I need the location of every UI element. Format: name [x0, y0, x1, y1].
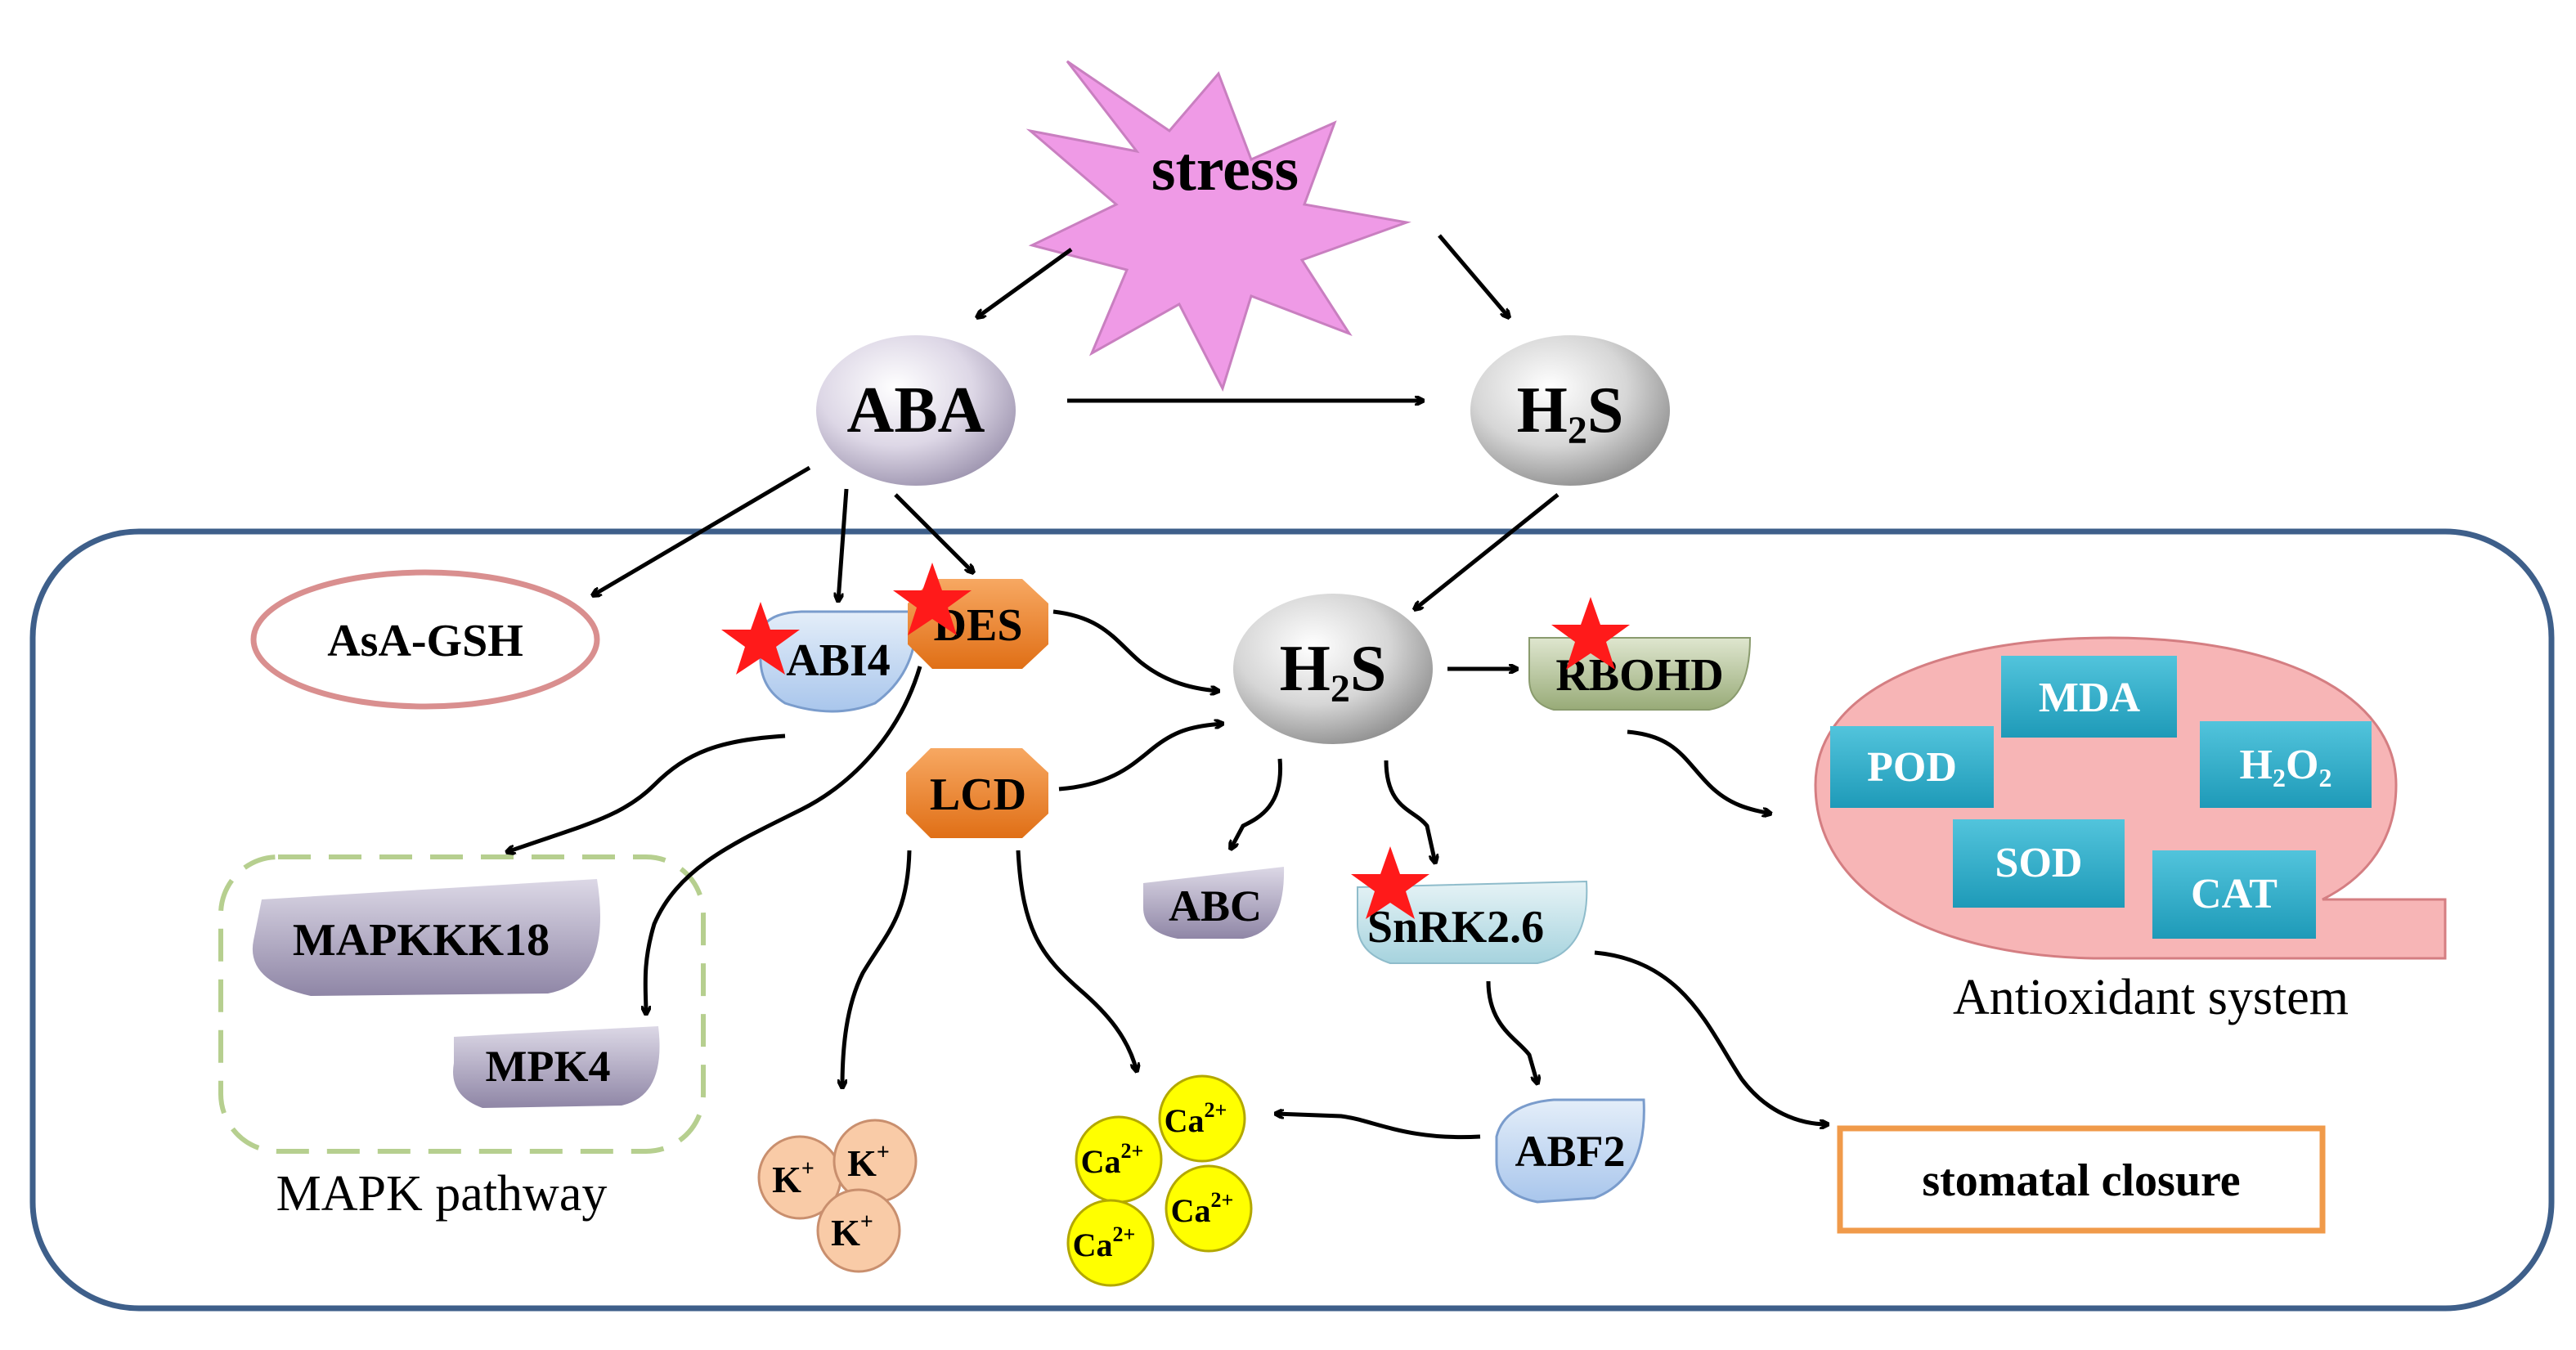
abi4-node: ABI4 [759, 610, 918, 713]
star-rbohd-icon [1551, 597, 1630, 670]
svg-text:Ca2+: Ca2+ [1081, 1139, 1144, 1180]
star-snrk-icon [1351, 846, 1429, 919]
lcd-label: LCD [930, 769, 1026, 820]
mapkkk18-node: MAPKKK18 [252, 879, 600, 996]
abf2-label: ABF2 [1515, 1127, 1626, 1176]
svg-text:Ca2+: Ca2+ [1073, 1222, 1136, 1263]
arrow-h2s-snrk [1384, 760, 1435, 863]
arrow-rbohd-antioxidant [1627, 729, 1770, 814]
h2o2-sub1: 2 [2273, 763, 2286, 792]
pod-box: POD [1830, 726, 1994, 808]
stomatal-closure-label: stomatal closure [1922, 1155, 2240, 1206]
arrow-h2s-abc [1231, 758, 1283, 849]
k-ion-1: K+ [757, 1135, 842, 1220]
arrow-aba-asagsh [593, 465, 811, 595]
ca-ion-3: Ca2+ [1165, 1164, 1253, 1253]
svg-text:H2S: H2S [1517, 375, 1624, 452]
arrow-lcd-k [842, 850, 912, 1088]
abc-label: ABC [1169, 881, 1262, 931]
abf2-node: ABF2 [1495, 1098, 1645, 1204]
svg-text:K+: K+ [847, 1140, 890, 1184]
h2s-top-h: H [1517, 375, 1568, 446]
mpk4-node: MPK4 [453, 1026, 660, 1108]
stress-label: stress [1151, 135, 1299, 204]
k-ion-2: K+ [832, 1119, 918, 1204]
stress-starburst: stress [1025, 60, 1411, 392]
h2s-node-top: H2S [1470, 335, 1670, 486]
h2o2-h: H [2240, 742, 2273, 788]
aba-node: ABA [816, 335, 1016, 486]
svg-text:H2S: H2S [1280, 633, 1387, 711]
arrow-snrk-stomatal [1594, 950, 1828, 1124]
pod-label: POD [1867, 744, 1957, 791]
h2o2-box: H2O2 [2200, 721, 2372, 808]
snrk26-label: SnRK2.6 [1367, 902, 1544, 953]
arrow-aba-des [894, 493, 973, 572]
mda-box: MDA [2001, 656, 2177, 738]
k-ion-3: K+ [816, 1188, 901, 1273]
asa-gsh-label: AsA-GSH [327, 616, 523, 666]
sod-box: SOD [1953, 819, 2125, 908]
cat-box: CAT [2152, 850, 2316, 939]
ca-ion-4: Ca2+ [1066, 1199, 1155, 1287]
h2s-inner-s: S [1350, 633, 1387, 705]
mpk4-label: MPK4 [486, 1042, 611, 1091]
antioxidant-system: MDA POD H2O2 SOD CAT Antioxidant system [1814, 636, 2447, 1025]
abi4-label: ABI4 [786, 635, 891, 686]
stomatal-closure-node: stomatal closure [1837, 1125, 2326, 1234]
arrow-abi4-mpk4 [645, 666, 922, 1014]
arrow-stress-h2s [1438, 234, 1509, 317]
ca-ion-cluster: Ca2+ Ca2+ Ca2+ Ca2+ [1066, 1074, 1253, 1287]
asa-gsh-node: AsA-GSH [250, 569, 600, 710]
ca-ion-2: Ca2+ [1075, 1115, 1163, 1204]
svg-text:Ca2+: Ca2+ [1171, 1188, 1234, 1229]
mapkkk18-label: MAPKKK18 [293, 915, 550, 966]
h2s-top-s: S [1587, 375, 1624, 446]
highlight-stars [721, 563, 1630, 919]
arrow-lcd-h2s [1058, 724, 1223, 792]
rbohd-label: RBOHD [1555, 650, 1723, 701]
svg-text:H2O2: H2O2 [2240, 742, 2332, 792]
mapk-pathway-box [218, 854, 706, 1154]
antioxidant-caption: Antioxidant system [1953, 970, 2349, 1025]
arrow-aba-abi4 [838, 488, 849, 601]
ca-ion-1: Ca2+ [1158, 1074, 1246, 1163]
pathway-arrows [507, 234, 1828, 1140]
svg-text:K+: K+ [772, 1156, 815, 1200]
h2s-top-sub: 2 [1568, 409, 1587, 452]
arrow-stress-aba [977, 247, 1073, 317]
arrow-des-h2s [1052, 609, 1218, 691]
star-des-icon [893, 563, 972, 635]
rbohd-node: RBOHD [1528, 637, 1752, 711]
svg-text:K+: K+ [831, 1209, 873, 1254]
aba-label: ABA [847, 375, 985, 446]
h2s-inner-sub: 2 [1331, 667, 1350, 711]
snrk26-node: SnRK2.6 [1357, 880, 1588, 964]
h2o2-sub2: 2 [2318, 763, 2331, 792]
cat-label: CAT [2191, 871, 2278, 917]
arrow-abi4-mapkkk18 [507, 733, 786, 852]
arrow-snrk-abf2 [1486, 980, 1537, 1083]
svg-text:Ca2+: Ca2+ [1165, 1098, 1227, 1139]
mda-label: MDA [2039, 675, 2141, 721]
h2s-node-inner: H2S [1233, 594, 1433, 744]
mapk-pathway-caption: MAPK pathway [276, 1166, 608, 1222]
sod-label: SOD [1995, 840, 2083, 886]
h2o2-o: O [2286, 742, 2318, 788]
lcd-node: LCD [906, 748, 1048, 838]
arrow-h2s-top-inner [1415, 493, 1560, 609]
k-ion-cluster: K+ K+ K+ [757, 1119, 918, 1273]
abc-node: ABC [1143, 867, 1285, 939]
arrow-lcd-ca [1016, 850, 1137, 1071]
arrow-abf2-ca [1276, 1114, 1481, 1140]
h2s-inner-h: H [1280, 633, 1331, 705]
cell-boundary [29, 528, 2555, 1312]
star-abi4-icon [721, 602, 800, 675]
